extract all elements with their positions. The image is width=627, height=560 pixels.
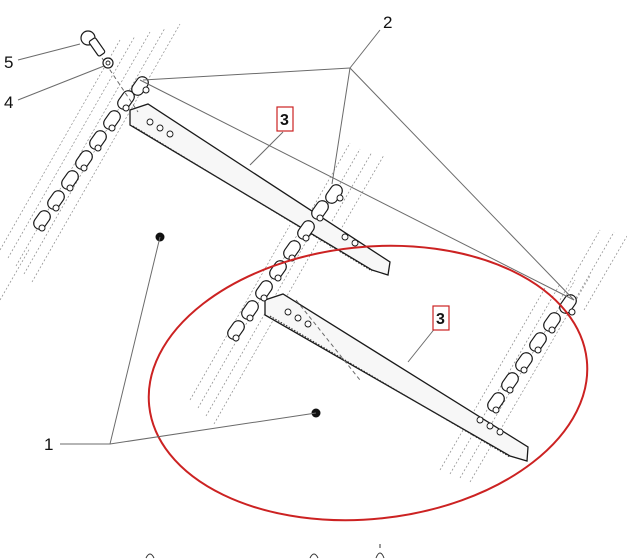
- callout-label-3-upper: 3: [280, 112, 289, 129]
- callout-label-5: 5: [4, 53, 13, 72]
- center-line: [295, 299, 361, 381]
- callout-label-1: 1: [44, 435, 53, 454]
- callout-label-3-lower: 3: [436, 311, 445, 328]
- upper-slat: [129, 103, 391, 276]
- chain-left: [33, 76, 150, 232]
- bottom-fragment-icons: [145, 544, 385, 559]
- callout-box-3-upper: 3: [276, 106, 294, 132]
- leader-lines: [17, 29, 575, 445]
- highlight-ellipse: [147, 244, 589, 522]
- callout-box-3-lower: 3: [432, 305, 450, 331]
- washer-part: [102, 57, 114, 69]
- callout-label-2: 2: [383, 13, 392, 32]
- chain-center: [227, 184, 344, 342]
- lower-slat: [264, 293, 529, 462]
- callout-label-4: 4: [4, 93, 13, 112]
